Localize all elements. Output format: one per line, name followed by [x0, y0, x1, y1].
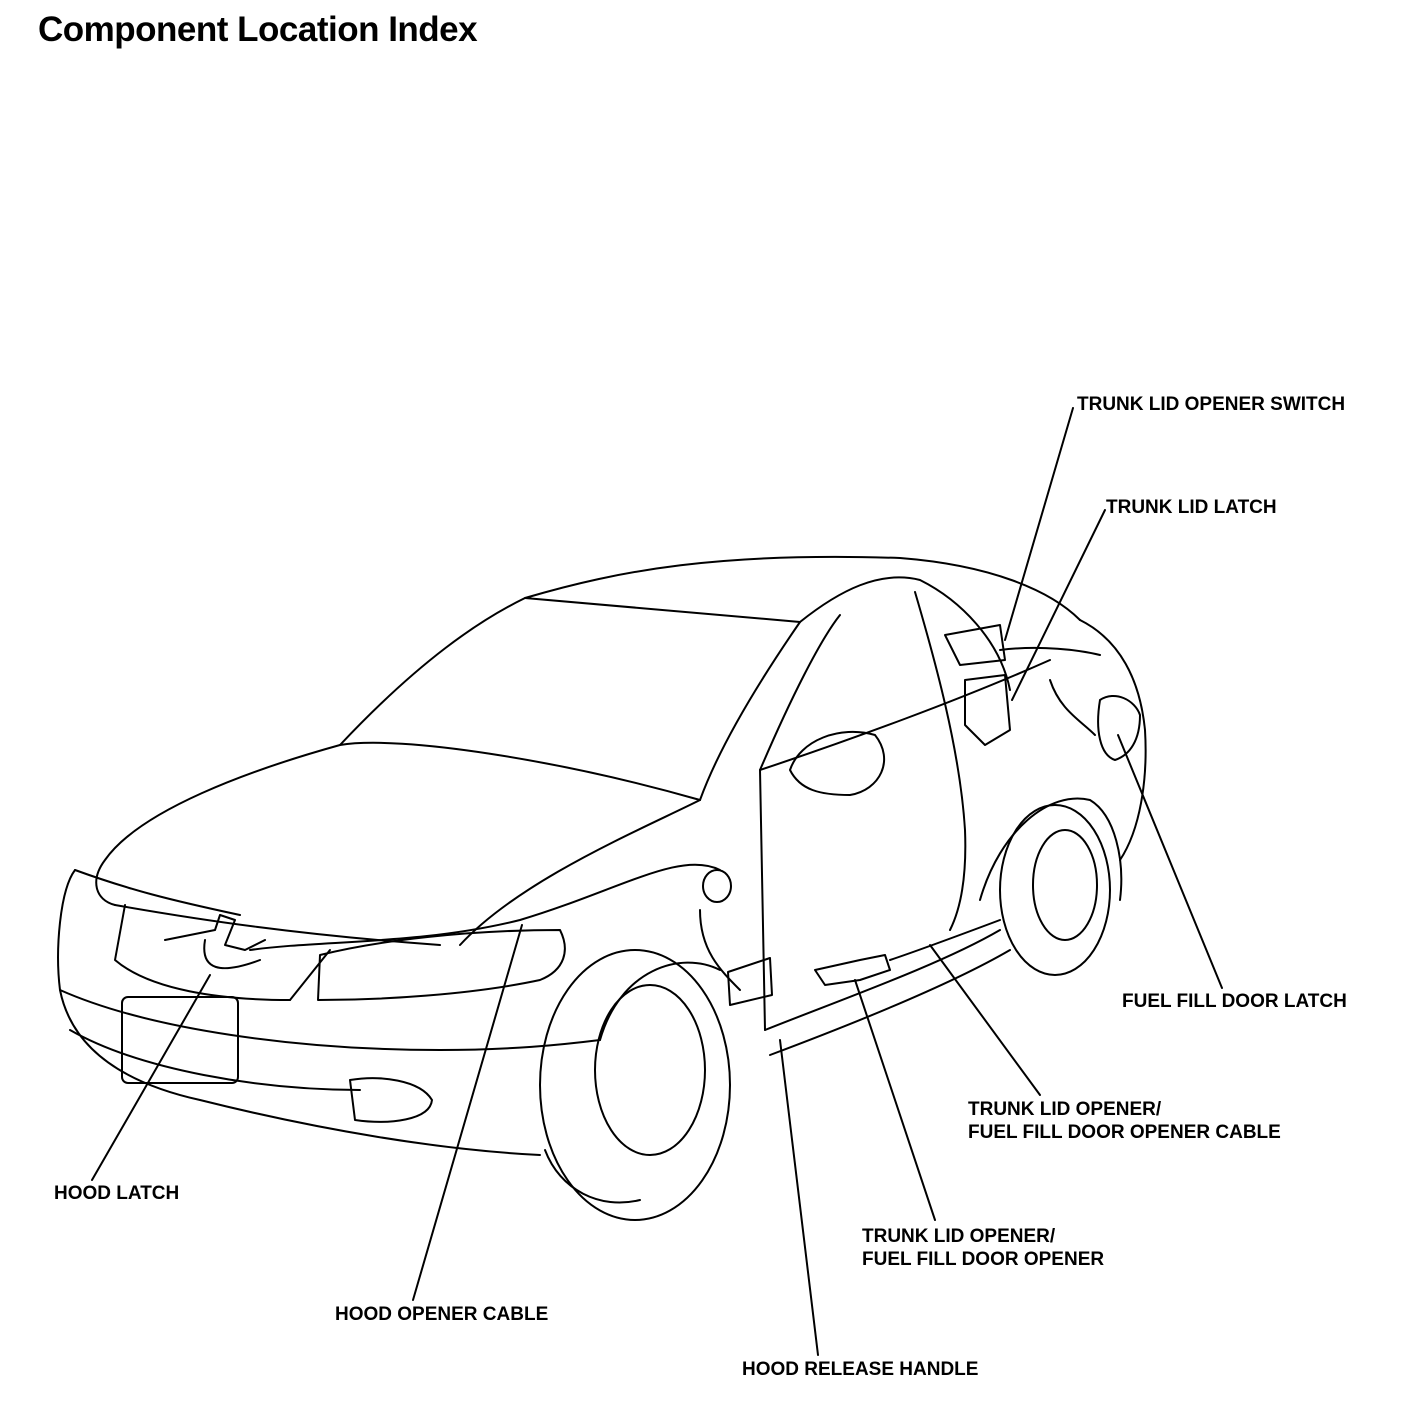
callout-label: HOOD LATCH	[54, 1183, 180, 1204]
leader-trunk-lid-opener-switch	[1004, 407, 1074, 641]
callout-hood-latch: HOOD LATCH	[54, 1182, 179, 1205]
car-body	[57, 555, 1147, 1221]
callout-label: HOOD RELEASE HANDLE	[742, 1359, 979, 1380]
callout-label: FUEL FILL DOOR LATCH	[1122, 991, 1347, 1012]
leader-hood-latch	[91, 974, 211, 1181]
callout-label: TRUNK LID OPENER SWITCH	[1077, 394, 1346, 415]
callout-trunk-lid-latch: TRUNK LID LATCH	[1106, 496, 1277, 519]
callout-fuel-fill-door-latch: FUEL FILL DOOR LATCH	[1122, 990, 1347, 1013]
callout-label-line1: TRUNK LID OPENER/	[968, 1099, 1162, 1120]
leader-opener-cable	[929, 944, 1041, 1096]
callout-opener: TRUNK LID OPENER/ FUEL FILL DOOR OPENER	[862, 1225, 1104, 1271]
callout-label: TRUNK LID LATCH	[1106, 497, 1277, 518]
callout-label-line2: FUEL FILL DOOR OPENER CABLE	[968, 1122, 1281, 1143]
leader-fuel-fill-door-latch	[1117, 734, 1223, 989]
callout-opener-cable: TRUNK LID OPENER/ FUEL FILL DOOR OPENER …	[968, 1098, 1281, 1144]
callout-trunk-lid-opener-switch: TRUNK LID OPENER SWITCH	[1077, 393, 1345, 416]
leader-hood-opener-cable	[412, 924, 523, 1301]
callout-hood-release-handle: HOOD RELEASE HANDLE	[742, 1358, 978, 1381]
callout-hood-opener-cable: HOOD OPENER CABLE	[335, 1303, 548, 1326]
callout-label: HOOD OPENER CABLE	[335, 1304, 549, 1325]
leader-opener	[854, 979, 936, 1221]
callout-label-line2: FUEL FILL DOOR OPENER	[862, 1249, 1105, 1270]
leader-hood-release-handle	[779, 1039, 819, 1356]
leader-lines	[91, 407, 1223, 1356]
page-title: Component Location Index	[38, 10, 478, 49]
callout-label-line1: TRUNK LID OPENER/	[862, 1226, 1056, 1247]
leader-trunk-lid-latch	[1011, 509, 1106, 701]
